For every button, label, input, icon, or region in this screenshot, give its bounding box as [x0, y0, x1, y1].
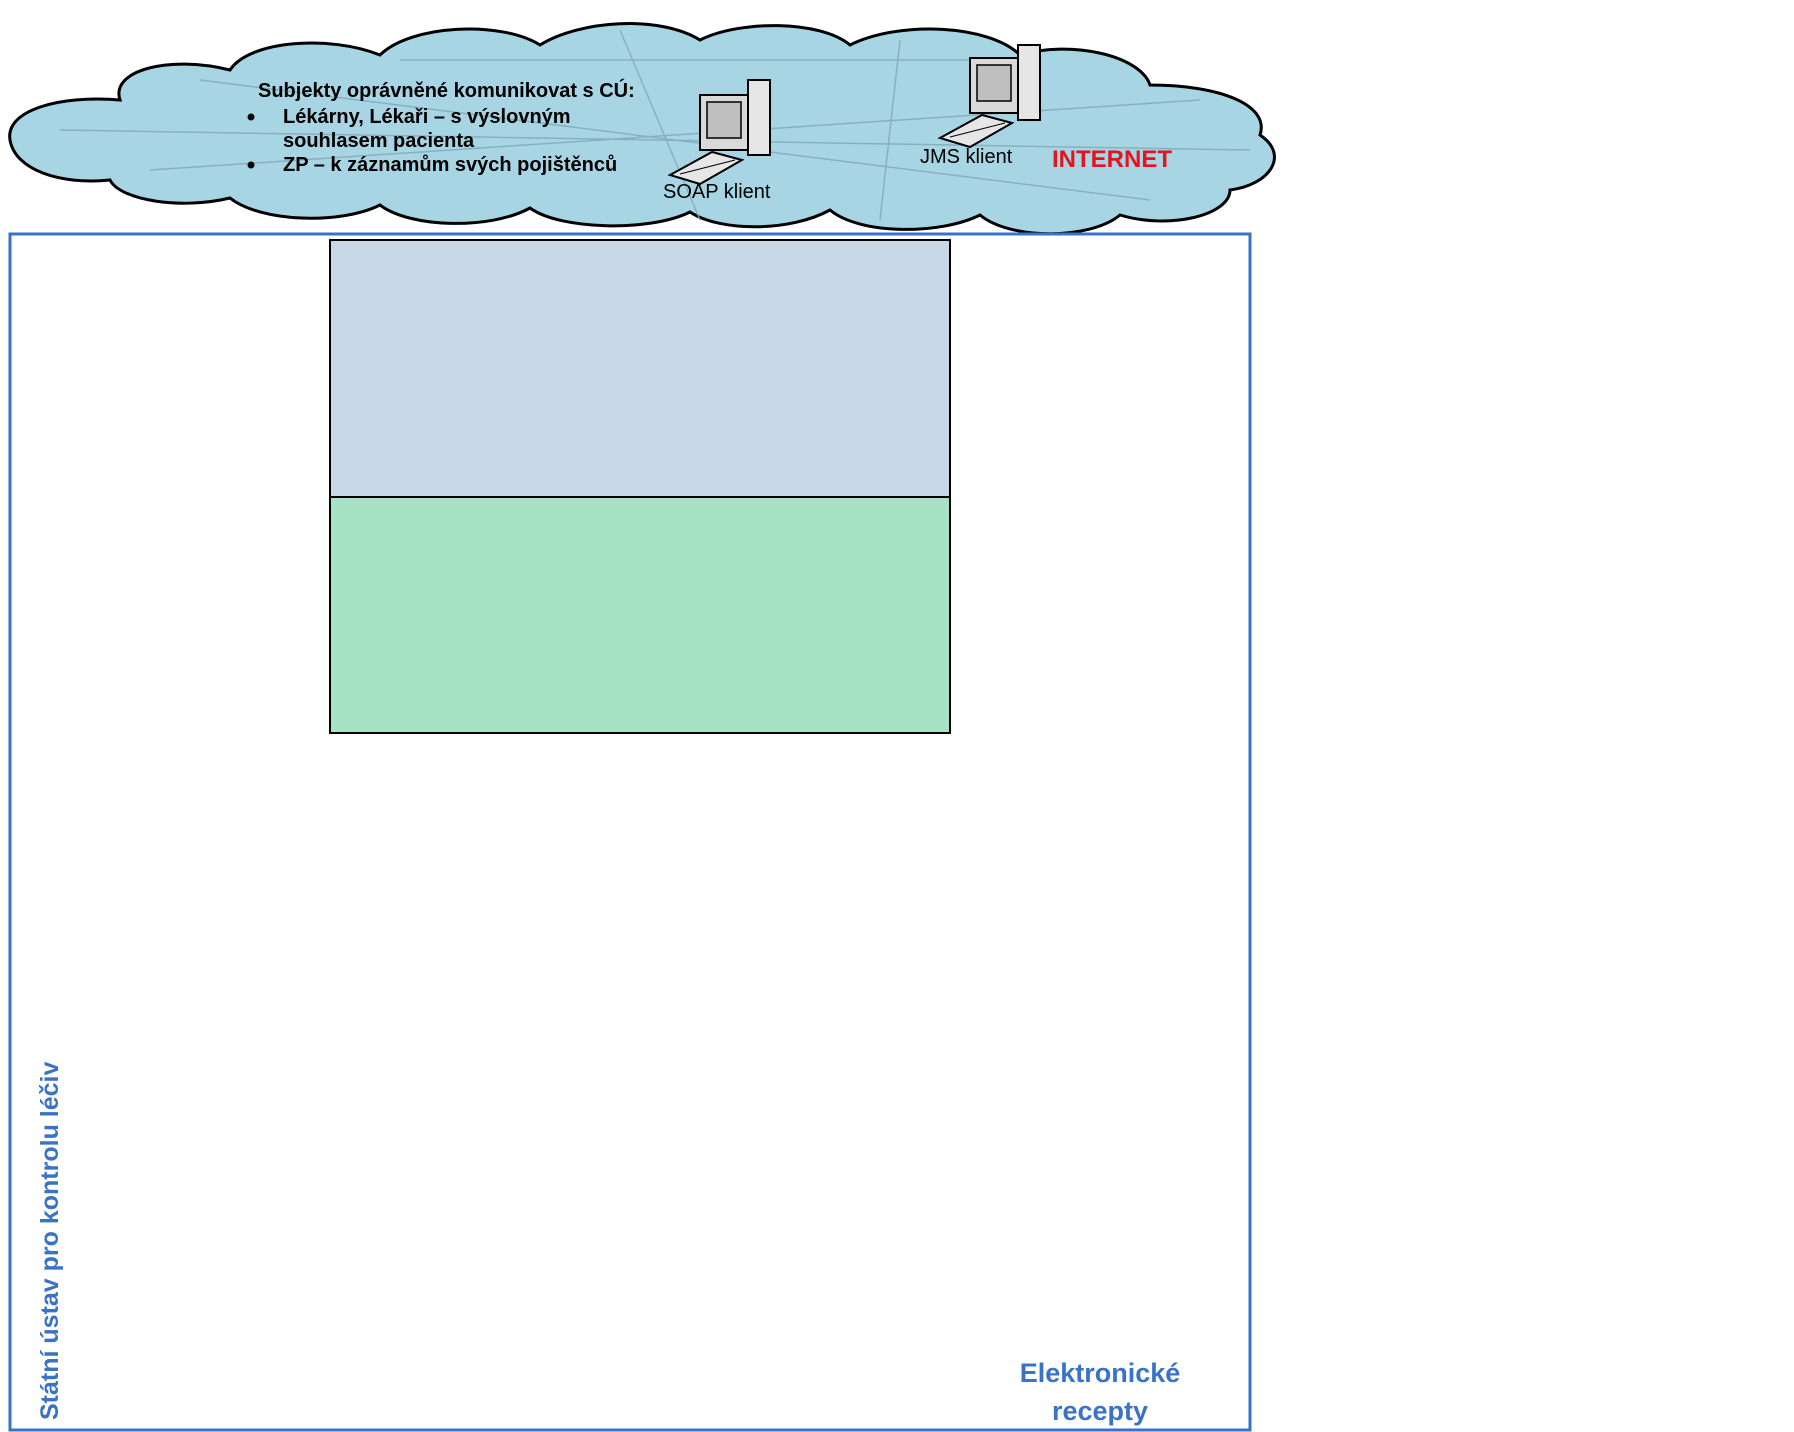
ereceipt-label-line1: Elektronické: [1020, 1358, 1181, 1388]
network-lines: [59, 29, 1251, 221]
jms-client-label: JMS klient: [920, 146, 1013, 168]
bullet-dot: [247, 113, 255, 121]
internet-label: INTERNET: [1052, 146, 1172, 173]
cloud-heading: Subjekty oprávněné komunikovat s CÚ:: [258, 78, 635, 102]
zone-edmz: [329, 239, 951, 498]
cloud-bullet-1: Lékárny, Lékaři – s výslovným: [283, 106, 571, 128]
soap-client-label: SOAP klient: [663, 181, 771, 203]
soap-client-computer-icon: [667, 79, 771, 186]
cloud-bullet-2: ZP – k záznamům svých pojištěnců: [283, 154, 617, 176]
cloud-shape: [8, 22, 1276, 236]
cloud-bullet-1-cont: souhlasem pacienta: [283, 130, 475, 152]
sukl-vertical-label: Státní ústav pro kontrolu léčiv: [36, 1062, 64, 1420]
jms-client-computer-icon: [937, 44, 1041, 149]
zone-idmz-erp-lowerportion: [331, 498, 949, 732]
ereceipt-label-line2: recepty: [1052, 1396, 1148, 1426]
internet-cloud: Subjekty oprávněné komunikovat s CÚ: Lék…: [8, 22, 1276, 236]
bullet-dot: [247, 161, 255, 169]
sukl-outer-border: [8, 232, 1252, 1432]
